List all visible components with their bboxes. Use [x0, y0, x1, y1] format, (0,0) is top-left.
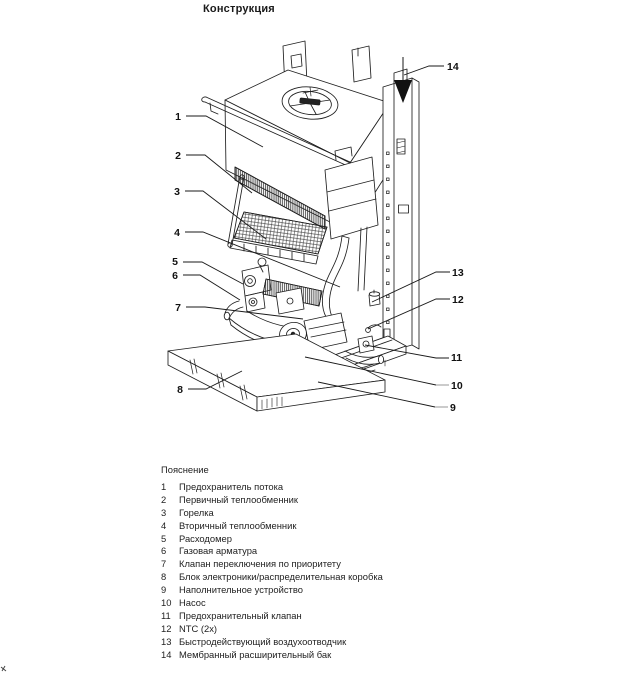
- leader-2: [186, 154, 253, 194]
- callout-label-5: 5: [172, 256, 178, 268]
- legend-heading: Пояснение: [161, 464, 209, 475]
- air-vent: [368, 289, 381, 307]
- legend-item: 4 Вторичный теплообменник: [161, 520, 383, 533]
- legend-item-num: 4: [161, 519, 167, 531]
- legend-item: 13 Быстродействующий воздухоотводчик: [161, 636, 383, 649]
- legend-item-label: NTC (2x): [179, 622, 218, 634]
- legend-item-num: 13: [161, 635, 172, 647]
- fan-icon: [281, 86, 339, 120]
- legend-item: 10 Насос: [161, 597, 383, 610]
- electronics-box: [167, 333, 386, 412]
- legend-item-label: Расходомер: [179, 532, 232, 544]
- leader-lines: [183, 65, 450, 408]
- legend-item-label: Первичный теплообменник: [179, 493, 299, 505]
- callout-label-13: 13: [452, 267, 464, 279]
- leader-11: [364, 344, 449, 359]
- front-flange-rail: [201, 96, 360, 173]
- page-title: Конструкция: [203, 3, 275, 15]
- leader-13: [371, 271, 450, 303]
- legend-item-num: 2: [161, 493, 167, 505]
- legend-item: 7 Клапан переключения по приоритету: [161, 558, 383, 571]
- legend-item-num: 9: [161, 584, 167, 596]
- leader-6: [183, 274, 241, 301]
- callout-label-11: 11: [451, 352, 462, 364]
- leader-4: [185, 231, 341, 288]
- callout-label-4: 4: [174, 227, 180, 239]
- legend-item: 8 Блок электроники/распределительная коро…: [161, 571, 383, 584]
- legend-item-label: Горелка: [179, 506, 214, 518]
- legend-item-label: Быстродействующий воздухоотводчик: [179, 635, 347, 647]
- leader-8: [188, 370, 243, 390]
- arrow-down-icon: [394, 57, 412, 103]
- callout-label-8: 8: [177, 384, 183, 396]
- legend-item-label: Предохранитель потока: [179, 480, 284, 492]
- leader-12: [367, 298, 450, 330]
- callout-label-2: 2: [175, 150, 181, 162]
- legend-item-num: 6: [161, 545, 167, 557]
- callout-label-14: 14: [447, 61, 459, 73]
- leader-3: [185, 190, 267, 240]
- leader-9: [317, 381, 436, 408]
- legend-item-label: Блок электроники/распределительная короб…: [179, 571, 383, 583]
- boiler-body-drawing: [167, 40, 420, 412]
- leader-10: [304, 356, 437, 386]
- leader-5: [183, 261, 244, 285]
- legend-item-num: 1: [161, 480, 167, 492]
- safety-valve: [357, 335, 375, 354]
- legend-item-num: 11: [161, 609, 171, 621]
- secondary-heat-exchanger: [322, 146, 379, 320]
- callout-labels: 1 2 3 4 5 6 7 8 9 10 11 12 13 14: [172, 61, 464, 414]
- legend-item-num: 14: [161, 648, 172, 660]
- callout-label-10: 10: [451, 380, 463, 392]
- callout-label-3: 3: [174, 186, 180, 198]
- legend-item-num: 5: [161, 532, 167, 544]
- page-edge-artifact: [0, 665, 7, 672]
- legend-item-num: 10: [161, 597, 172, 609]
- legend-item-num: 12: [161, 622, 172, 634]
- legend-item: 1 Предохранитель потока: [161, 481, 383, 494]
- legend-item-label: Вторичный теплообменник: [179, 519, 297, 531]
- support-arm: [227, 174, 245, 248]
- legend-item: 14 Мембранный расширительный бак: [161, 649, 383, 662]
- leader-7: [186, 306, 304, 320]
- leader-1: [186, 115, 264, 148]
- callout-label-1: 1: [175, 111, 181, 123]
- legend-item: 2 Первичный теплообменник: [161, 494, 383, 507]
- legend: Пояснение 1 Предохранитель потока 2 Первич…: [161, 464, 383, 662]
- burner: [229, 211, 328, 265]
- hydraulic-manifold: [262, 278, 323, 315]
- legend-item: 11 Предохранительный клапан: [161, 610, 383, 623]
- legend-item-label: Насос: [179, 597, 206, 609]
- callout-label-9: 9: [450, 402, 456, 414]
- callout-label-6: 6: [172, 270, 178, 282]
- legend-item-label: Газовая арматура: [179, 545, 258, 557]
- leader-14: [403, 65, 444, 76]
- legend-item: 5 Расходомер: [161, 533, 383, 546]
- legend-item-label: Клапан переключения по приоритету: [179, 558, 341, 570]
- legend-item: 3 Горелка: [161, 507, 383, 520]
- legend-item-num: 8: [161, 571, 167, 583]
- legend-item: 12 NTC (2x): [161, 623, 383, 636]
- legend-item-num: 7: [161, 558, 167, 570]
- legend-item-label: Мембранный расширительный бак: [179, 648, 332, 660]
- legend-item-label: Наполнительное устройство: [179, 584, 303, 596]
- legend-item: 6 Газовая арматура: [161, 545, 383, 558]
- legend-item-label: Предохранительный клапан: [179, 609, 302, 621]
- callout-label-12: 12: [452, 294, 464, 306]
- legend-item: 9 Наполнительное устройство: [161, 584, 383, 597]
- callout-label-7: 7: [175, 302, 181, 314]
- legend-item-num: 3: [161, 506, 167, 518]
- side-frame: [382, 68, 420, 354]
